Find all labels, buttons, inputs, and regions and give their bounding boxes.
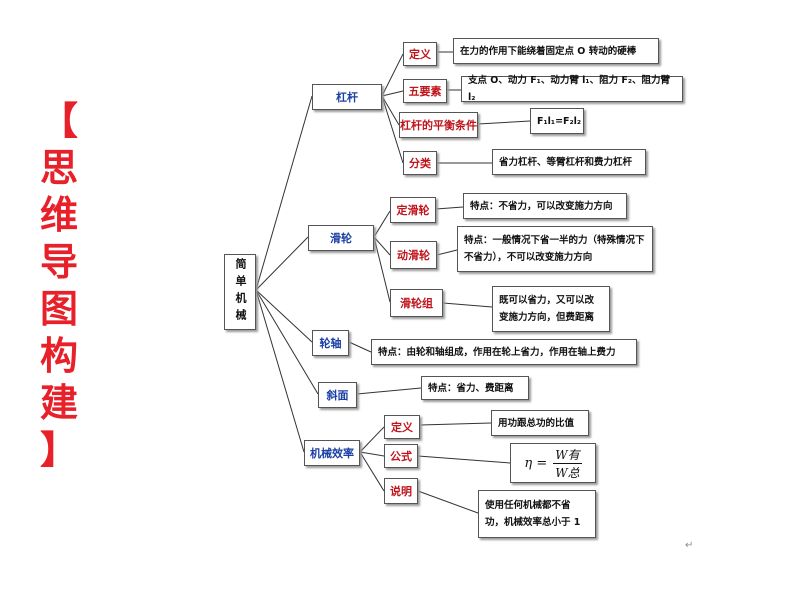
efficiency-formula-node: 公式 [384, 444, 418, 468]
incline-content: 特点：省力、费距离 [428, 382, 514, 394]
pulley-fixed-label: 定滑轮 [396, 204, 430, 217]
pulley-block-node: 滑轮组 [390, 289, 443, 317]
connector [373, 236, 391, 303]
lever-types-text: 省力杠杆、等臂杠杆和费力杠杆 [492, 149, 646, 175]
wheel-axle-content: 特点：由轮和轴组成，作用在轮上省力，作用在轴上费力 [378, 346, 616, 358]
side-title: 【 思 维 导 图 构 建 】 [36, 98, 82, 474]
side-title-char: 导 [39, 240, 78, 284]
pulley-movable-node: 动滑轮 [390, 241, 437, 269]
lever-balance-node: 杠杆的平衡条件 [399, 112, 478, 138]
connector [417, 455, 511, 464]
connector [381, 53, 404, 97]
pulley-block-text: 既可以省力，又可以改变施力方向，但费距离 [492, 286, 610, 332]
lever-elements-label: 五要素 [408, 85, 442, 98]
formula-fraction: W有 W总 [553, 446, 582, 481]
branch-efficiency: 机械效率 [304, 440, 360, 466]
connector [359, 451, 385, 457]
pulley-movable-label: 动滑轮 [397, 249, 430, 262]
connector [435, 206, 464, 210]
connector [442, 302, 493, 308]
connector [348, 341, 372, 353]
side-title-char: 构 [39, 334, 78, 378]
connector [419, 422, 492, 426]
branch-pulley-label: 滑轮 [330, 232, 352, 245]
connector [381, 90, 404, 97]
efficiency-note-text: 使用任何机械都不省功，机械效率总小于 1 [478, 490, 596, 538]
branch-incline: 斜面 [318, 382, 357, 408]
connector [255, 236, 309, 291]
connector [356, 387, 422, 395]
branch-efficiency-label: 机械效率 [310, 447, 354, 460]
pulley-fixed-text: 特点：不省力，可以改变施力方向 [463, 193, 627, 219]
pulley-block-content: 既可以省力，又可以改变施力方向，但费距离 [499, 295, 595, 323]
connector [381, 95, 400, 126]
connector [359, 451, 385, 492]
connector [255, 95, 313, 291]
connector [436, 249, 458, 256]
root-node: 简单机械 [224, 254, 256, 330]
connector [255, 289, 305, 453]
incline-text: 特点：省力、费距离 [421, 376, 529, 400]
connector [477, 120, 531, 125]
pulley-movable-content: 特点：一般情况下省一半的力（特殊情况下不省力），不可以改变施力方向 [464, 235, 645, 263]
lever-types-content: 省力杠杆、等臂杠杆和费力杠杆 [499, 156, 633, 168]
lever-types-label: 分类 [409, 157, 431, 170]
connector [373, 236, 391, 256]
lever-types-node: 分类 [403, 151, 437, 175]
lever-elements-text: 支点 O、动力 F₁、动力臂 l₁、阻力 F₂、阻力臂 l₂ [461, 75, 683, 103]
connector [255, 289, 319, 395]
pulley-fixed-node: 定滑轮 [390, 197, 436, 223]
formula-numerator: W有 [553, 447, 582, 464]
lever-definition-content: 在力的作用下能绕着固定点 O 转动的硬棒 [460, 45, 637, 57]
side-title-char: 【 [39, 99, 78, 143]
pulley-movable-text: 特点：一般情况下省一半的力（特殊情况下不省力），不可以改变施力方向 [457, 226, 653, 272]
connector [381, 95, 404, 164]
wheel-axle-text: 特点：由轮和轴组成，作用在轮上省力，作用在轴上费力 [371, 339, 637, 365]
efficiency-note-label: 说明 [390, 485, 412, 498]
lever-elements-node: 五要素 [403, 79, 447, 103]
branch-lever: 杠杆 [312, 84, 382, 110]
efficiency-definition-content: 用功跟总功的比值 [498, 417, 575, 429]
branch-incline-label: 斜面 [326, 389, 349, 402]
formula-lhs: η = [524, 455, 548, 471]
efficiency-definition-node: 定义 [384, 415, 420, 439]
return-mark: ↵ [685, 540, 694, 551]
lever-balance-label: 杠杆的平衡条件 [400, 119, 477, 132]
efficiency-formula: η = W有 W总 [510, 443, 596, 483]
connector [359, 426, 385, 453]
efficiency-definition-label: 定义 [391, 421, 413, 434]
lever-balance-content: F₁l₁=F₂l₂ [537, 115, 582, 127]
side-title-char: 维 [39, 193, 78, 237]
efficiency-definition-text: 用功跟总功的比值 [491, 410, 589, 436]
branch-wheel-axle-label: 轮轴 [319, 337, 342, 350]
lever-definition-node: 定义 [403, 42, 437, 66]
efficiency-note-node: 说明 [384, 478, 418, 504]
lever-elements-content: 支点 O、动力 F₁、动力臂 l₁、阻力 F₂、阻力臂 l₂ [468, 75, 671, 103]
branch-lever-label: 杠杆 [336, 91, 358, 104]
formula-denominator: W总 [555, 465, 580, 480]
side-title-char: 图 [39, 287, 78, 331]
efficiency-formula-label: 公式 [390, 450, 412, 463]
side-title-char: 】 [39, 428, 78, 472]
root-label: 简单机械 [234, 258, 247, 326]
lever-balance-text: F₁l₁=F₂l₂ [530, 108, 584, 134]
connector [255, 289, 313, 343]
branch-wheel-axle: 轮轴 [312, 330, 349, 356]
efficiency-note-content: 使用任何机械都不省功，机械效率总小于 1 [485, 500, 581, 528]
connector [373, 210, 391, 238]
branch-pulley: 滑轮 [308, 225, 374, 251]
pulley-block-label: 滑轮组 [400, 297, 433, 310]
lever-definition-label: 定义 [409, 48, 431, 61]
side-title-char: 思 [39, 146, 78, 190]
pulley-fixed-content: 特点：不省力，可以改变施力方向 [470, 200, 613, 212]
lever-definition-text: 在力的作用下能绕着固定点 O 转动的硬棒 [453, 38, 659, 64]
connector [417, 490, 479, 514]
side-title-char: 建 [39, 381, 78, 425]
